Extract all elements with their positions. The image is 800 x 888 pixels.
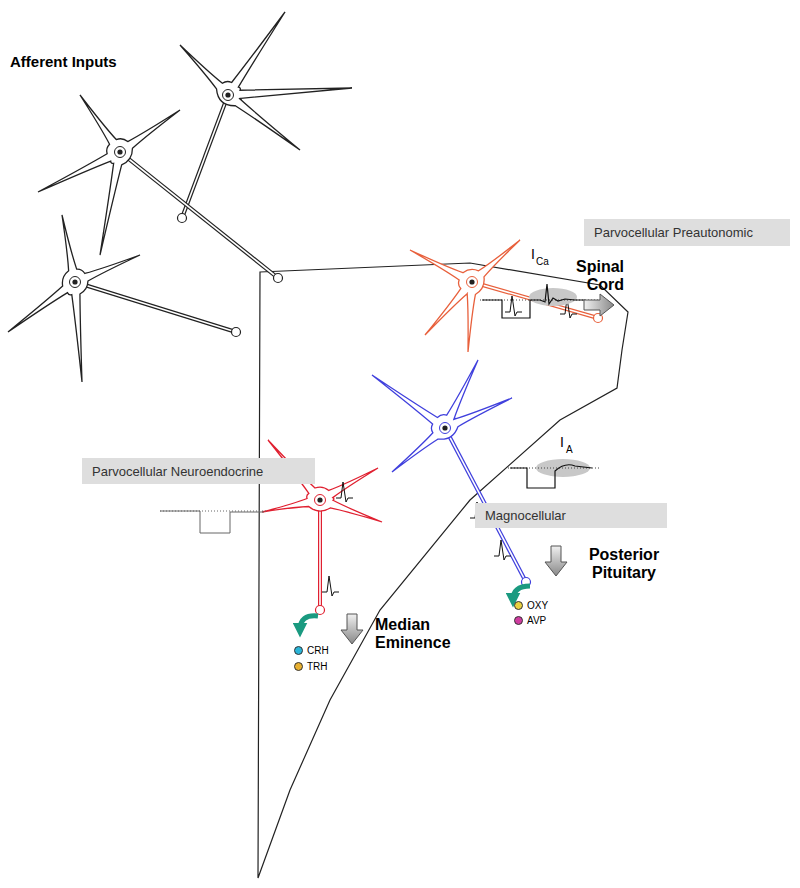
label-text: Parvocellular Neuroendocrine (92, 464, 263, 479)
nucleolus (442, 425, 447, 430)
hormone-key: CRH (294, 645, 329, 656)
hormone-key: TRH (294, 661, 328, 672)
pvn-outline (258, 263, 628, 878)
hormone-name: OXY (527, 600, 548, 611)
release-arrow (300, 616, 318, 630)
hormone-dot (294, 662, 303, 671)
label-text: Magnocellular (485, 508, 566, 523)
axon-terminal (178, 214, 187, 223)
axon (120, 152, 278, 278)
axon (182, 95, 228, 218)
ia-trace (510, 465, 592, 488)
hormone-name: TRH (307, 661, 328, 672)
block-arrow (341, 614, 363, 644)
ica-highlight (529, 288, 577, 306)
current-symbol: I (560, 434, 564, 450)
hormone-name: AVP (527, 615, 546, 626)
hormone-dot (294, 646, 303, 655)
action-potential (494, 540, 511, 560)
nucleolus (72, 279, 77, 284)
neuron-body (410, 240, 520, 352)
axon-terminal (274, 274, 283, 283)
neuron (8, 215, 241, 382)
nucleus (223, 90, 234, 101)
nucleus (315, 495, 326, 506)
axon (75, 282, 236, 332)
action-potential (322, 576, 339, 596)
neuroendocrine-trace (160, 511, 264, 533)
cell-type-label: Magnocellular (475, 503, 667, 528)
ica-trace (482, 284, 585, 318)
axon-terminal (232, 328, 241, 337)
hormone-key: AVP (514, 615, 546, 626)
nucleus (70, 277, 81, 288)
cell-type-label: Parvocellular Preautonomic (584, 219, 790, 246)
cell-type-label: Parvocellular Neuroendocrine (82, 458, 315, 484)
nucleus (440, 423, 451, 434)
neuron-body (180, 12, 352, 150)
target-label: Spinal Cord (560, 258, 624, 295)
axon (120, 152, 278, 278)
nucleolus (225, 92, 230, 97)
label-text: Parvocellular Preautonomic (594, 225, 753, 240)
current-subscript: A (566, 444, 573, 456)
neuron (178, 12, 353, 223)
current-symbol: I (531, 246, 535, 262)
neuron-body (38, 95, 180, 255)
nucleolus (469, 279, 474, 284)
hormone-key: OXY (514, 600, 548, 611)
current-subscript: Ca (536, 256, 549, 268)
neuron-body (8, 215, 140, 382)
target-label: Median Eminence (375, 616, 461, 653)
action-potential (505, 296, 522, 316)
axon (319, 500, 321, 610)
axon (472, 282, 598, 318)
block-arrow (584, 294, 614, 316)
axon (182, 95, 228, 218)
axon (472, 282, 598, 318)
nucleus (467, 277, 478, 288)
axon (75, 282, 236, 332)
axon-terminal (316, 606, 325, 615)
neuron (372, 360, 531, 587)
axon (318, 500, 322, 610)
nucleolus (317, 497, 322, 502)
figure-label: Afferent Inputs (10, 53, 117, 70)
release-arrow (513, 586, 530, 600)
hormone-name: CRH (307, 645, 329, 656)
neuron-body (372, 360, 512, 472)
block-arrow (545, 546, 567, 576)
action-potential (336, 482, 353, 502)
nucleus (115, 147, 126, 158)
neuron (410, 240, 603, 352)
hormone-dot (514, 601, 523, 610)
hormone-dot (514, 616, 523, 625)
neuron (38, 95, 283, 283)
nucleolus (117, 149, 122, 154)
target-label: Posterior Pituitary (578, 546, 670, 583)
